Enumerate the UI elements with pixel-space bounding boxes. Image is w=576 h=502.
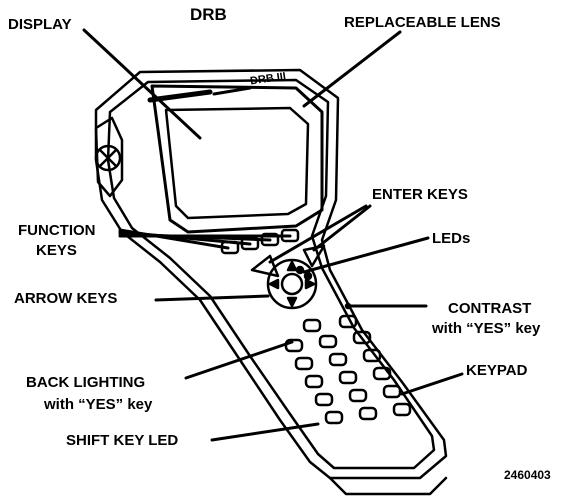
side-connector <box>94 116 124 198</box>
label-replaceable-lens: REPLACEABLE LENS <box>344 14 501 31</box>
keypad-graphic <box>284 314 412 425</box>
display-glass <box>164 106 310 220</box>
label-leds: LEDs <box>432 230 471 247</box>
figure-number: 2460403 <box>504 468 551 482</box>
label-function-keys-line1: FUNCTION <box>18 222 96 239</box>
label-contrast-line1: CONTRAST <box>448 300 532 317</box>
label-enter-keys: ENTER KEYS <box>372 186 468 203</box>
label-back-lighting-line1: BACK LIGHTING <box>26 374 146 391</box>
device-body-outline <box>94 68 448 480</box>
leader-lines <box>82 28 464 442</box>
label-function-keys-line2: KEYS <box>36 242 77 259</box>
diagram-title: DRB <box>190 5 227 24</box>
enter-key-right <box>302 244 326 268</box>
side-port <box>94 144 122 172</box>
arrow-keys-ring <box>266 258 318 310</box>
label-display: DISPLAY <box>8 16 72 33</box>
label-contrast-line2: with “YES” key <box>432 320 541 337</box>
enter-key-left <box>250 254 280 278</box>
device-rim <box>106 78 436 470</box>
label-shift-key-led: SHIFT KEY LED <box>66 432 179 449</box>
label-keypad: KEYPAD <box>466 362 528 379</box>
screen-frame <box>150 84 324 234</box>
device-foot <box>328 476 448 496</box>
label-back-lighting-line2: with “YES” key <box>44 396 153 413</box>
label-arrow-keys: ARROW KEYS <box>14 290 118 307</box>
